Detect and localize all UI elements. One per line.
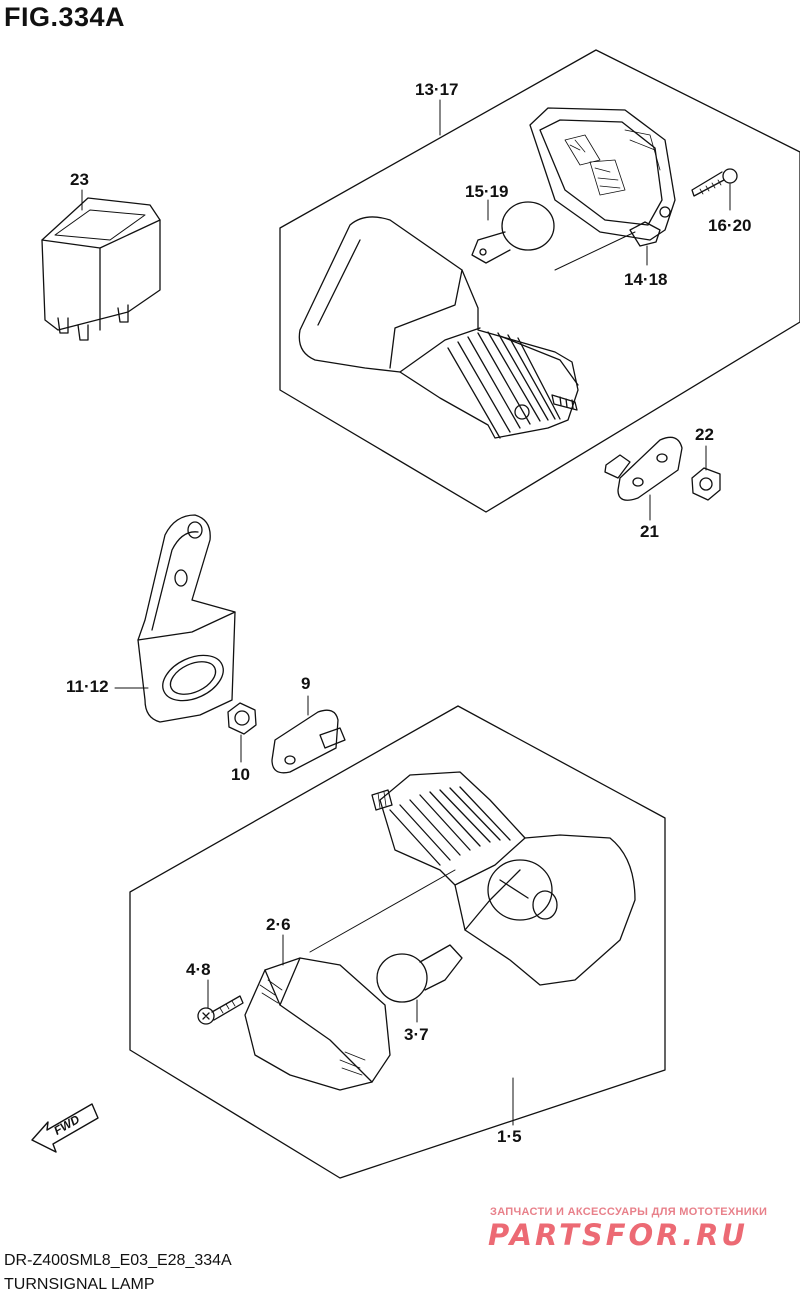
leader-lines (81, 99, 731, 1126)
callout-16-20: 16·20 (708, 216, 752, 235)
callout-11-12: 11·12 (66, 677, 109, 696)
callout-2-6: 2·6 (266, 915, 291, 934)
callout-23: 23 (70, 170, 89, 189)
lower-lens (244, 957, 391, 1091)
callout-3-7: 3·7 (404, 1025, 429, 1044)
callout-1-5: 1·5 (497, 1127, 522, 1146)
figure-code: DR-Z400SML8_E03_E28_334A (4, 1252, 232, 1269)
callout-14-18: 14·18 (624, 270, 668, 289)
figure-title: FIG.334A (4, 2, 126, 32)
upper-lamp-body (298, 216, 579, 439)
callout-10: 10 (231, 765, 250, 784)
callout-9: 9 (301, 674, 311, 693)
callout-4-8: 4·8 (186, 960, 211, 979)
callout-13-17: 13·17 (415, 80, 459, 99)
lower-assembly-box (129, 705, 666, 1179)
upper-plate (604, 436, 683, 501)
callout-21: 21 (640, 522, 659, 541)
watermark-logo: PARTSFOR.RU (488, 1218, 748, 1252)
lower-lens-screw (197, 995, 244, 1025)
lower-nut (227, 702, 257, 735)
upper-lens (529, 107, 676, 241)
lower-plate (271, 709, 346, 774)
lower-bulb (376, 944, 463, 1003)
watermark-tagline: ЗАПЧАСТИ И АКСЕССУАРЫ ДЛЯ МОТОТЕХНИКИ (490, 1206, 768, 1218)
relay-unit (41, 197, 161, 341)
figure-caption: TURNSIGNAL LAMP (4, 1276, 155, 1293)
lower-lamp-body (371, 771, 636, 986)
upper-bulb (471, 201, 555, 264)
upper-nut (691, 467, 721, 501)
callout-22: 22 (695, 425, 714, 444)
mounting-bracket (137, 514, 236, 723)
fwd-arrow-icon (31, 1103, 99, 1153)
upper-assembly-box (279, 49, 800, 513)
upper-grommet (629, 221, 661, 247)
callout-15-19: 15·19 (465, 182, 509, 201)
upper-lens-screw (691, 168, 738, 197)
